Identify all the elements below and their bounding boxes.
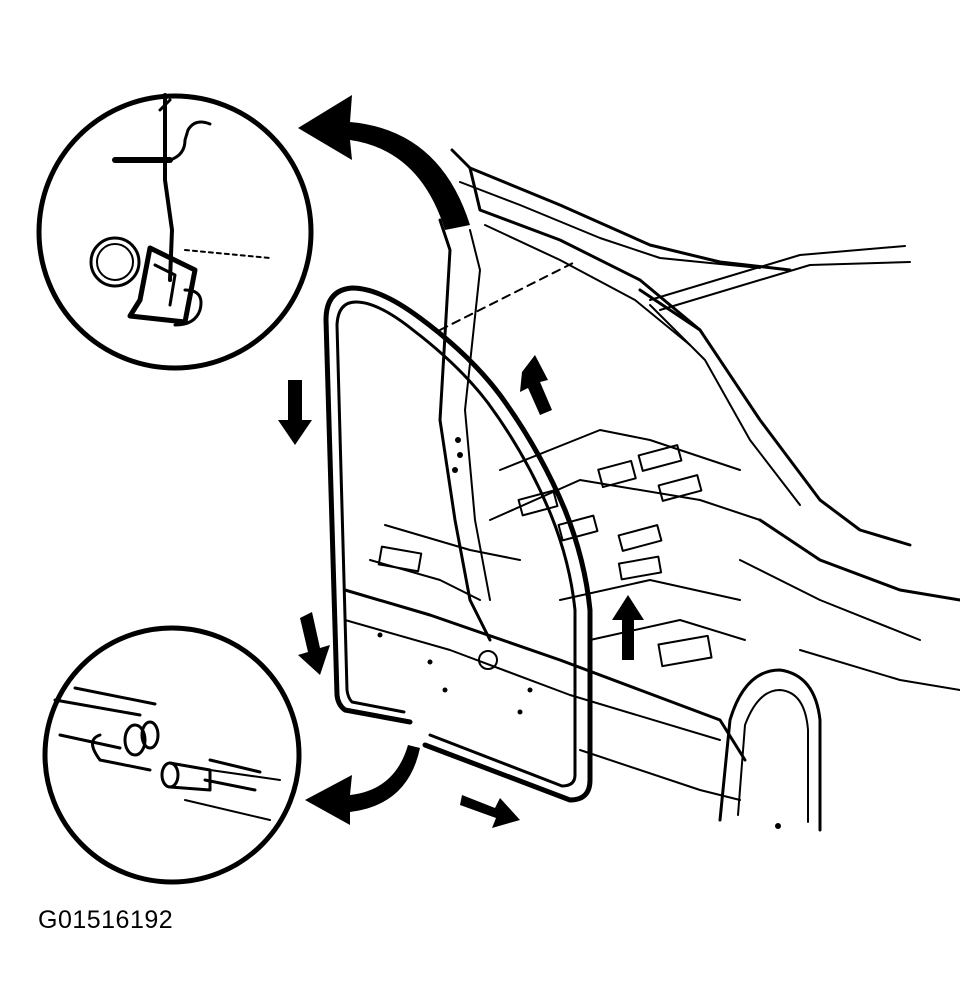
- arrow-up-icon: [612, 595, 644, 660]
- arrow-down-icon: [298, 612, 330, 675]
- figure-id-label: G01516192: [38, 906, 174, 934]
- weatherstrip-seal: [323, 285, 593, 803]
- curved-arrow-icon: [298, 95, 470, 230]
- detail-circle-top: [36, 93, 314, 371]
- arrow-right-icon: [460, 795, 520, 828]
- detail-circle-bottom: [42, 625, 302, 885]
- arrow-up-icon: [520, 355, 552, 415]
- arrow-down-icon: [278, 380, 312, 445]
- vehicle-body: [343, 148, 960, 832]
- curved-arrow-icon: [305, 745, 420, 825]
